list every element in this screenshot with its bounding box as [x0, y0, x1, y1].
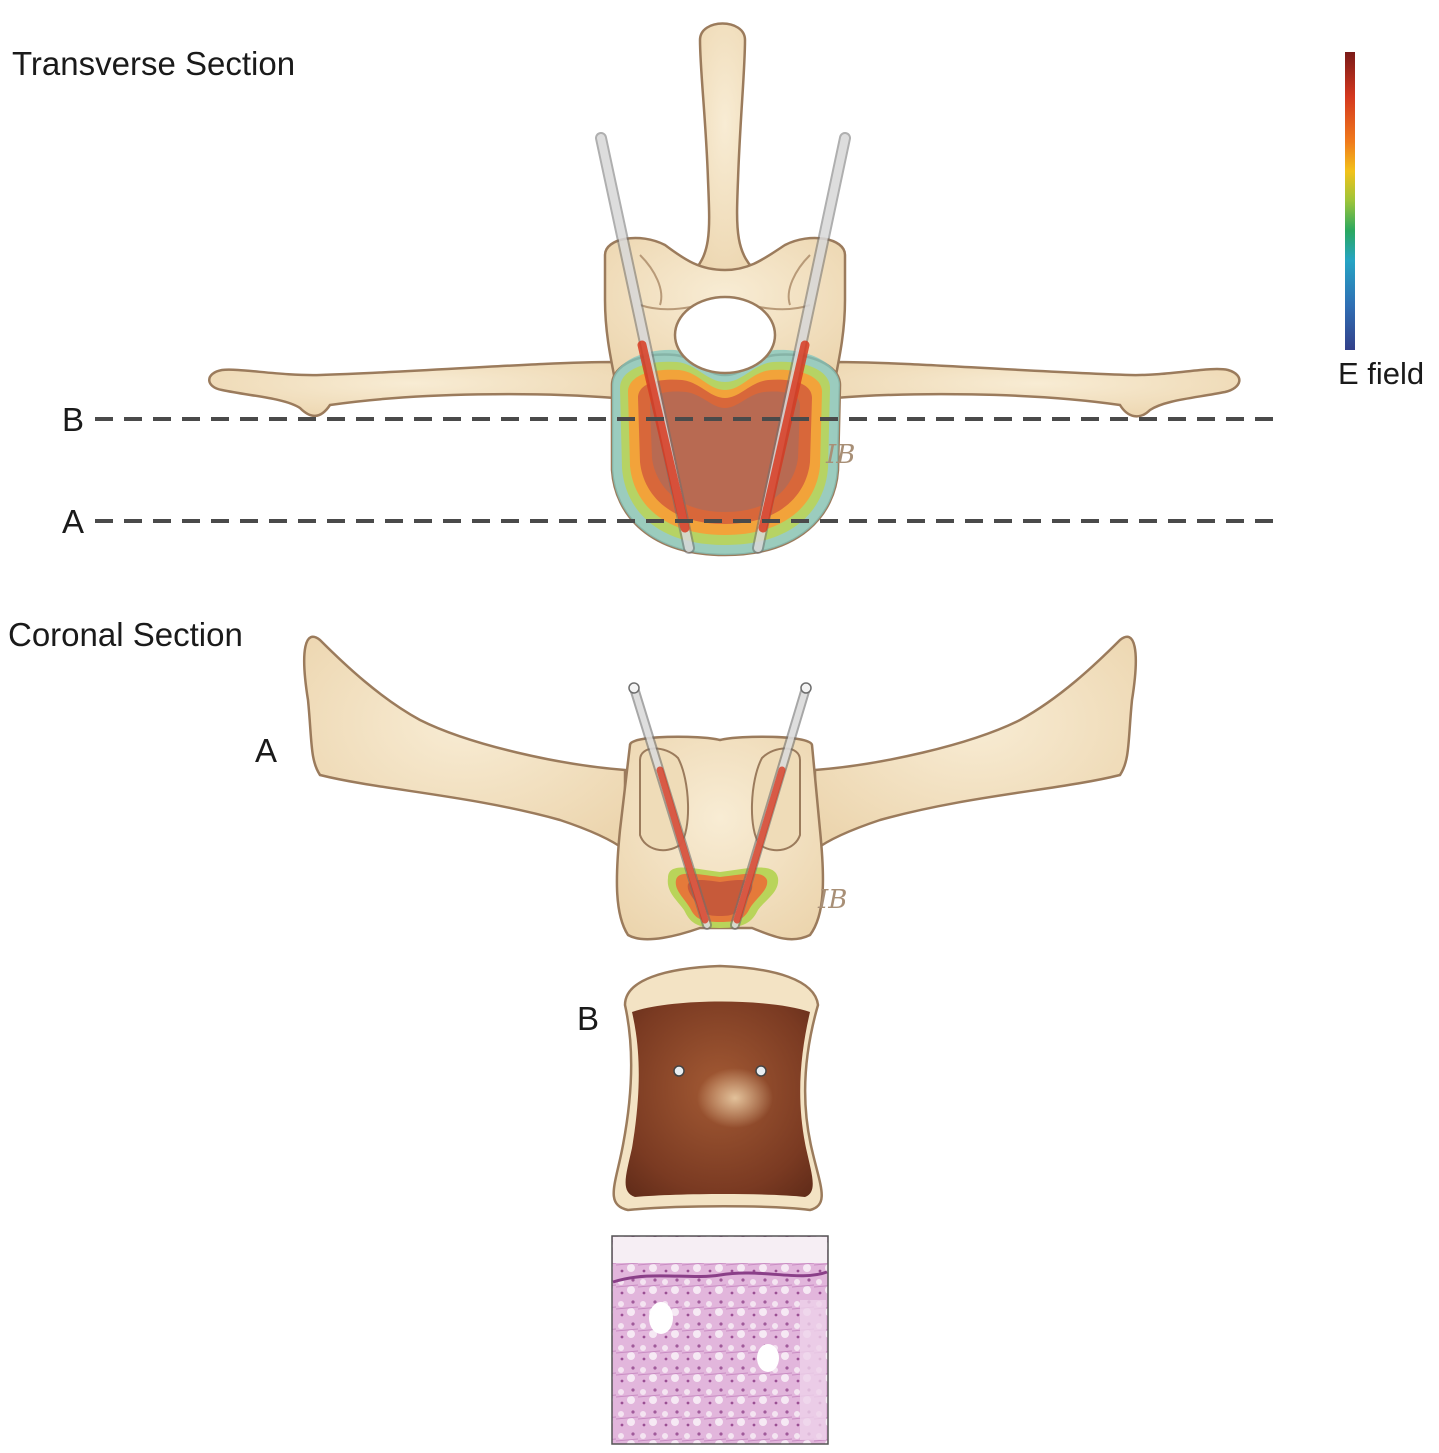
probe-left-transverse [595, 132, 695, 554]
illustrator-signature-coronal: IB [818, 885, 848, 915]
transverse-section-title: Transverse Section [12, 45, 296, 82]
probe-hole-left [673, 1065, 685, 1077]
spinal-canal [673, 295, 777, 375]
coronal-section-title: Coronal Section [8, 616, 243, 653]
coronal-a-label: A [255, 732, 278, 769]
efield-colorbar [1345, 52, 1355, 350]
histology-image [611, 1235, 829, 1445]
probe-left-coronal [628, 682, 712, 930]
section-line-a-label: A [62, 503, 85, 540]
illustrator-signature-transverse: IB [826, 440, 856, 470]
coronal-left-wing [302, 635, 627, 853]
probe-right-transverse [752, 132, 851, 554]
probe-hole-right [755, 1065, 767, 1077]
left-transverse-process [208, 360, 617, 418]
slice-pale-spot [697, 1068, 773, 1128]
coronal-vertebra [302, 635, 1138, 941]
section-line-b-label: B [62, 401, 85, 438]
coronal-slice-b [612, 964, 823, 1212]
probe-right-coronal [730, 682, 812, 930]
transverse-vertebra [208, 22, 1241, 557]
spinous-process [686, 22, 764, 277]
efield-legend-label: E field [1338, 356, 1425, 391]
right-transverse-process [833, 360, 1241, 418]
coronal-b-label: B [577, 1000, 600, 1037]
coronal-right-wing [813, 635, 1138, 853]
